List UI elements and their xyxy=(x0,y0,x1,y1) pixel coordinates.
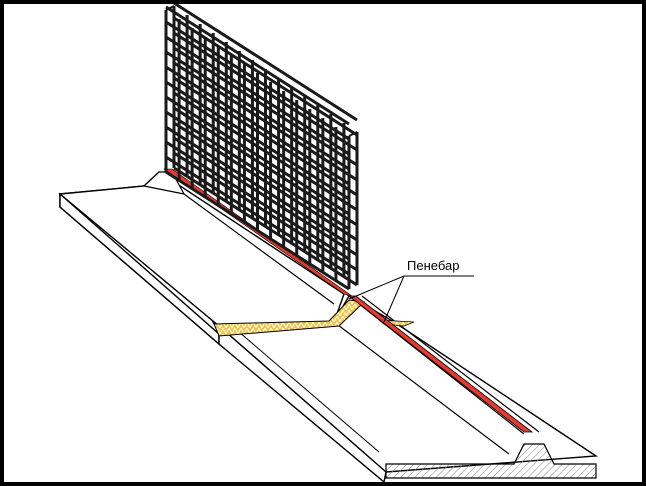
rebar-bar xyxy=(173,61,358,182)
rebar-bar xyxy=(173,166,358,287)
rebar-bar xyxy=(173,46,358,167)
rebar-bar xyxy=(348,131,358,137)
rebar-bar xyxy=(165,65,350,186)
rebar-bar xyxy=(173,4,358,122)
section-hatch xyxy=(385,443,597,479)
rebar-bar xyxy=(173,76,358,197)
rebar-bar xyxy=(165,20,350,141)
rebar-cage xyxy=(164,4,359,291)
rebar-bar xyxy=(165,50,350,171)
rebar-bar xyxy=(173,121,358,242)
rebar-bar xyxy=(165,125,350,246)
foundation-diagram: Пенебар xyxy=(58,4,599,482)
rebar-bar xyxy=(165,5,350,126)
rebar-bar xyxy=(165,155,350,276)
rebar-bar xyxy=(173,151,358,272)
waterstop-label: Пенебар xyxy=(407,258,459,273)
rebar-bar xyxy=(173,106,358,227)
rebar-bar xyxy=(165,95,350,216)
rebar-bar xyxy=(173,136,358,257)
drawing-canvas: Пенебар xyxy=(4,4,642,482)
rebar-bar xyxy=(173,31,358,152)
rebar-bar xyxy=(165,170,350,291)
rebar-bar xyxy=(165,80,350,201)
rebar-bar xyxy=(165,5,175,11)
slab-front xyxy=(217,295,599,482)
rebar-bar xyxy=(173,16,358,137)
rebar-bar xyxy=(173,91,358,212)
waterstop-callout: Пенебар xyxy=(348,258,474,323)
rebar-bar xyxy=(165,140,350,261)
rebar-bar xyxy=(165,110,350,231)
rebar-bar xyxy=(165,35,350,156)
